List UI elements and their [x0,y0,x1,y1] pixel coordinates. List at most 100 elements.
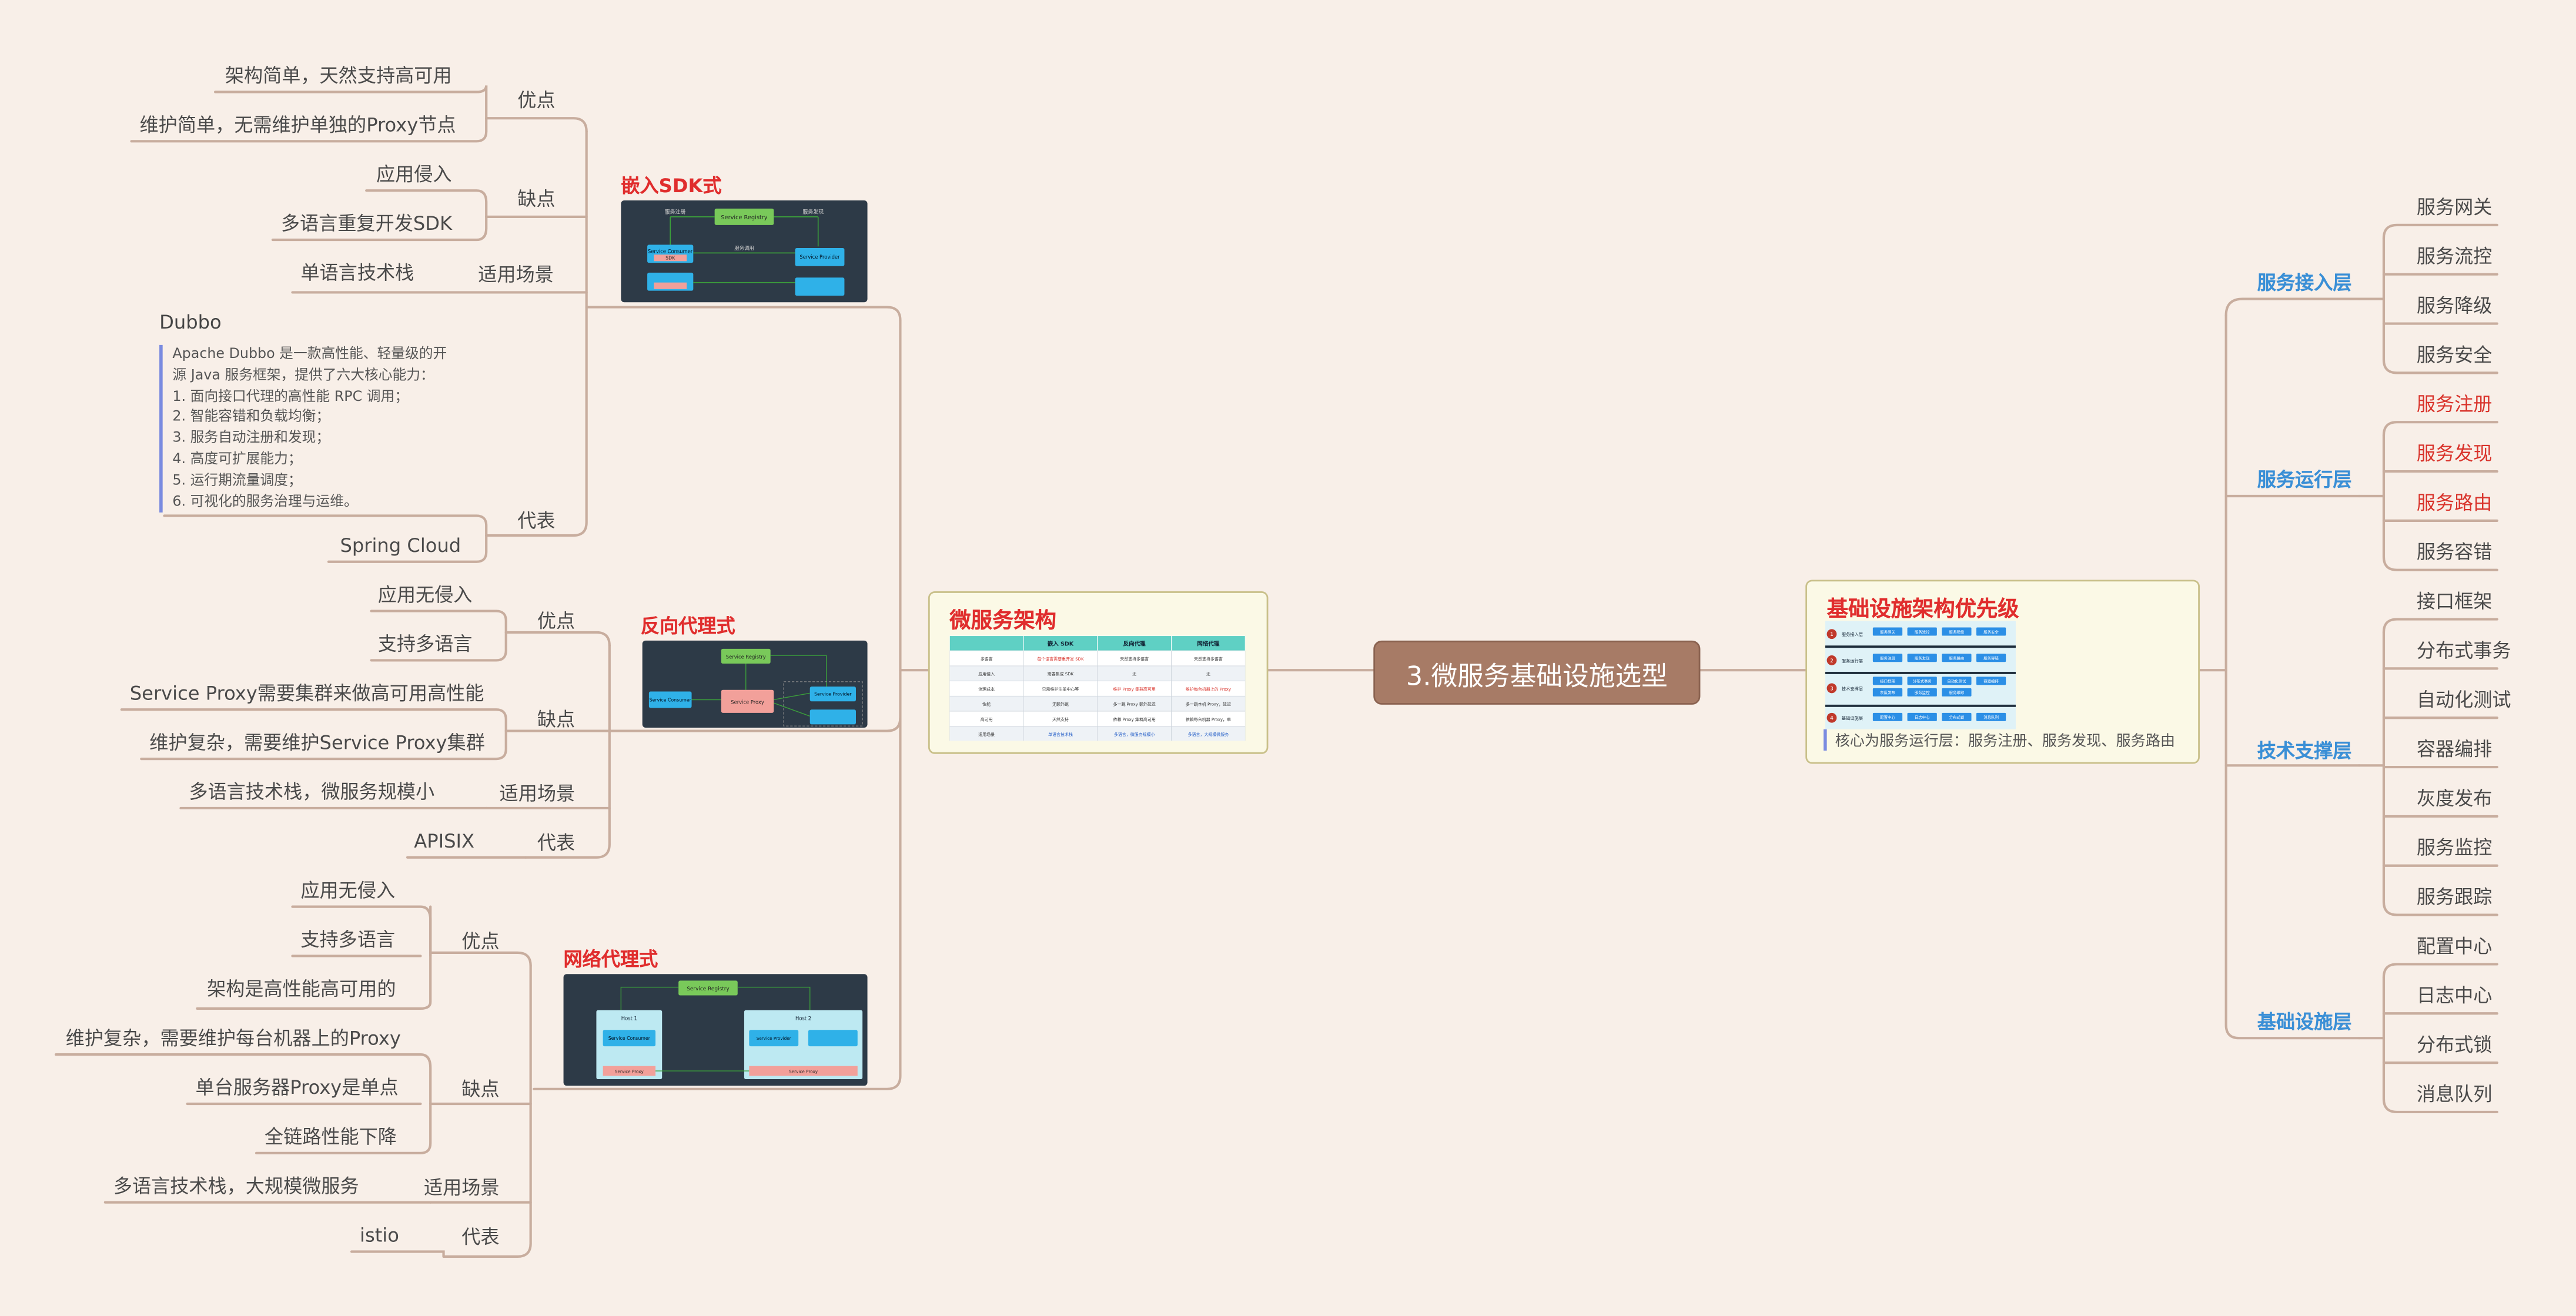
mesh-cons-label[interactable]: 缺点 [461,1077,500,1101]
reverse-scene-label[interactable]: 适用场景 [499,782,576,805]
priority-cell [1907,677,1937,685]
priority-cell [1872,688,1903,696]
table-cell [1023,711,1098,727]
reverse-registry-label: Service Registry [726,654,766,660]
mesh-proxy2-label: Service Proxy [789,1069,818,1074]
priority-cell-text: 服务网关 [1880,629,1895,634]
mesh-pro-3[interactable]: 架构是高性能高可用的 [207,977,396,1000]
table-cell-text: 性能 [982,702,991,707]
sdk-rep-label[interactable]: 代表 [517,509,556,533]
layer-runtime-item-2[interactable]: 服务发现 [2416,441,2493,465]
layer-tech-item-6[interactable]: 服务监控 [2416,836,2493,859]
layer-access-item-2[interactable]: 服务流控 [2416,245,2493,268]
mesh-con-2[interactable]: 单台服务器Proxy是单点 [195,1076,399,1099]
priority-cell-text: 消息队列 [1983,715,1999,720]
layer-infra-item-2[interactable]: 日志中心 [2416,983,2493,1007]
reverse-pros-label[interactable]: 优点 [537,609,576,632]
mesh-host1-label: Host 1 [621,1015,637,1021]
reverse-con-1[interactable]: Service Proxy需要集群来做高可用高性能 [129,681,484,705]
layer-tech-item-3[interactable]: 自动化测试 [2416,688,2511,712]
priority-bg [1825,621,2016,729]
sdk-pro-2[interactable]: 维护简单，无需维护单独的Proxy节点 [139,113,456,136]
reverse-cons-label[interactable]: 缺点 [537,708,576,731]
layer-runtime[interactable]: 服务运行层 [2257,468,2352,491]
layer-tech-item-1[interactable]: 接口框架 [2416,590,2493,613]
layer-access-item-3[interactable]: 服务降级 [2416,294,2493,317]
mesh-con-3[interactable]: 全链路性能下降 [264,1125,397,1148]
reverse-title[interactable]: 反向代理式 [640,614,735,638]
layer-infra-item-1[interactable]: 配置中心 [2416,935,2493,958]
sdk-con-1[interactable]: 应用侵入 [376,162,452,186]
dubbo-title[interactable]: Dubbo [159,310,222,334]
layer-runtime-item-3[interactable]: 服务路由 [2416,491,2493,514]
priority-cell-text: 配置中心 [1880,715,1895,720]
sdk-discover-label: 服务发现 [802,208,824,215]
priority-row-label: 技术支撑层 [1842,686,1863,691]
central-topic[interactable]: 3.微服务基础设施选型 [1373,640,1701,705]
layer-access-item-1[interactable]: 服务网关 [2416,195,2493,219]
mesh-pro-1[interactable]: 应用无侵入 [300,879,396,902]
layer-tech-item-4[interactable]: 容器编排 [2416,737,2493,761]
mesh-rep-label[interactable]: 代表 [461,1225,500,1248]
sdk-pro-1[interactable]: 架构简单，天然支持高可用 [225,63,452,88]
priority-cell-text: 服务注册 [1880,655,1895,661]
layer-infra-item-4[interactable]: 消息队列 [2416,1082,2493,1106]
table-header-cell [949,635,1024,651]
reverse-rep-label[interactable]: 代表 [537,831,576,855]
layer-infra-item-3[interactable]: 分布式锁 [2416,1033,2493,1056]
reverse-con-2[interactable]: 维护复杂，需要维护Service Proxy集群 [149,731,485,754]
reverse-rep[interactable]: APISIX [414,829,474,853]
priority-cell-text: 服务降级 [1949,629,1965,634]
table-cell-text: 依赖每台机器 Proxy，单 [1186,716,1231,722]
mesh-pro-2[interactable]: 支持多语言 [300,927,396,952]
table-cell-text: 天然支持多语言 [1120,656,1149,661]
reverse-scene[interactable]: 多语言技术栈，微服务规模小 [189,780,435,803]
mesh-rep[interactable]: istio [360,1223,399,1247]
mesh-con-1[interactable]: 维护复杂，需要维护每台机器上的Proxy [65,1026,401,1050]
table-header-text: 嵌入 SDK [1048,640,1074,647]
priority-cell [1976,627,2006,636]
layer-tech-item-2[interactable]: 分布式事务 [2416,639,2511,662]
sdk-pros-label[interactable]: 优点 [517,88,556,112]
sdk-scene[interactable]: 单语言技术栈 [300,261,414,284]
mesh-pros-label[interactable]: 优点 [461,929,500,953]
sdk-cons-label[interactable]: 缺点 [517,187,556,210]
sdk-con-2[interactable]: 多语言重复开发SDK [280,212,453,235]
table-cell-text: 单语言技术栈 [1048,732,1073,737]
mesh-title[interactable]: 网络代理式 [563,947,658,971]
table-cell [1171,681,1246,696]
table-cell-text: 只需维护注册中心等 [1042,687,1079,692]
mesh-scene-label[interactable]: 适用场景 [424,1176,500,1200]
sdk-scene-label[interactable]: 适用场景 [478,263,554,286]
layer-infrastructure[interactable]: 基础设施层 [2257,1010,2352,1033]
priority-cell [1907,712,1937,721]
sdk-call-label: 服务调用 [734,245,754,251]
layer-tech-item-5[interactable]: 灰度发布 [2416,786,2493,810]
layer-access[interactable]: 服务接入层 [2257,271,2352,294]
layer-runtime-item-1[interactable]: 服务注册 [2416,392,2493,416]
reverse-provider-label: Service Provider [814,692,852,697]
mesh-registry-label: Service Registry [687,986,730,992]
priority-cell [1872,712,1903,721]
sdk-rep[interactable]: Spring Cloud [340,534,461,557]
mesh-scene[interactable]: 多语言技术栈，大规模微服务 [113,1174,359,1198]
layer-runtime-item-4[interactable]: 服务容错 [2416,540,2493,564]
sdk-registry-label: Service Registry [721,215,767,221]
priority-cell-text: 服务流控 [1915,629,1930,634]
layer-tech-support[interactable]: 技术支撑层 [2257,739,2352,762]
layer-access-item-4[interactable]: 服务安全 [2416,343,2493,367]
priority-cell [1942,688,1972,696]
table-cell-text: 适用场景 [978,732,995,737]
priority-cell [1872,677,1903,685]
table-header-cell [1023,635,1098,651]
layer-tech-item-7[interactable]: 服务跟踪 [2416,885,2493,909]
sdk-title[interactable]: 嵌入SDK式 [621,174,722,197]
priority-cell-text: 服务监控 [1915,690,1930,695]
reverse-pro-2[interactable]: 支持多语言 [377,632,473,656]
priority-number-bullet [1826,655,1837,665]
reverse-pro-1[interactable]: 应用无侵入 [377,583,473,607]
table-cell [949,711,1024,727]
